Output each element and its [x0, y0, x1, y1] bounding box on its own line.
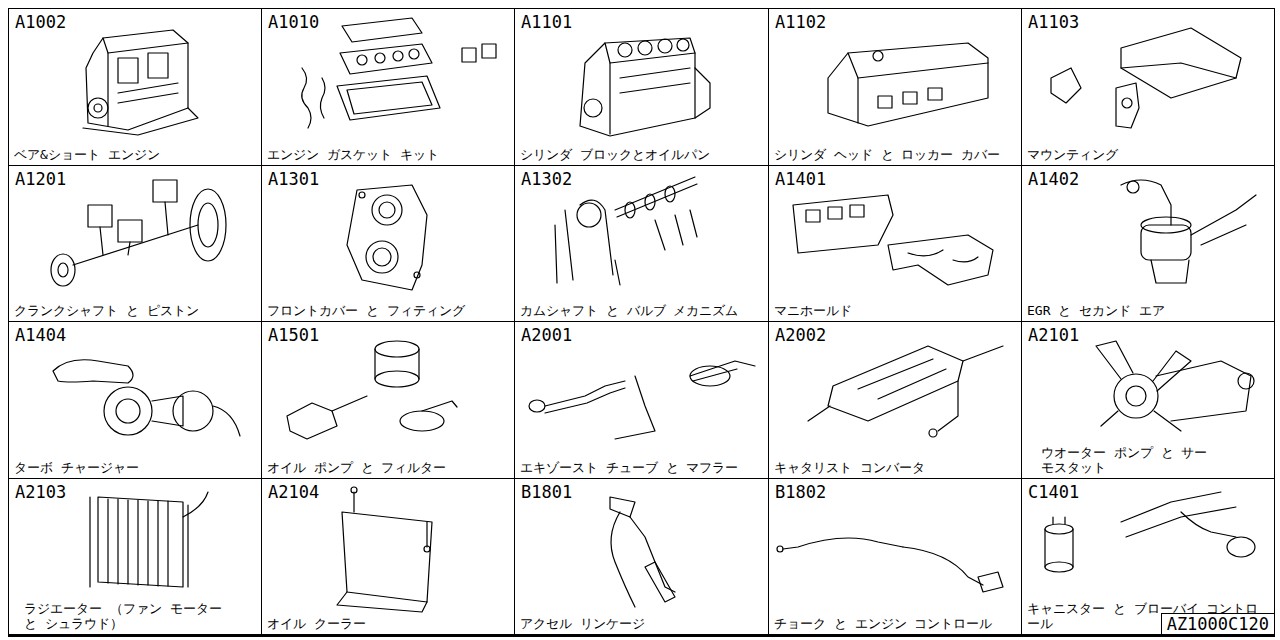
cylinder-head-drawing	[828, 43, 988, 126]
group-code: C1401	[1028, 482, 1079, 502]
part-group-cell: A2001 エキゾースト チューブ と マフラー	[514, 321, 769, 479]
part-group-cell: A2103 ラジエーター （ファン モーター と シュラウド）	[8, 478, 262, 637]
egr-valve-drawing	[1121, 180, 1256, 283]
group-title: チョーク と エンジン コントロール	[774, 616, 1019, 631]
group-title: フロントカバー と フィティング	[267, 303, 512, 318]
group-code: A1010	[268, 12, 319, 32]
group-code: A1002	[15, 12, 66, 32]
accelerator-linkage-drawing	[610, 497, 675, 607]
group-code: B1802	[775, 482, 826, 502]
group-title: キャタリスト コンバータ	[774, 460, 1019, 475]
part-group-cell: A2002 キャタリスト コンバータ	[768, 321, 1022, 479]
part-group-cell: B1801 アクセル リンケージ	[514, 478, 769, 637]
group-title: ウオーター ポンプ と サーモスタット	[1027, 445, 1216, 475]
engine-drawing	[83, 30, 198, 135]
group-code: A2101	[1028, 325, 1079, 345]
catalytic-converter-drawing	[808, 346, 1003, 437]
group-code: A1402	[1028, 169, 1079, 189]
part-group-cell: A1501 オイル ポンプ と フィルター	[261, 321, 515, 479]
oil-cooler-drawing	[337, 487, 432, 612]
part-group-cell: A1002 ベア&ショート エンジン	[8, 8, 262, 166]
group-code: A1501	[268, 325, 319, 345]
group-title: エキゾースト チューブ と マフラー	[520, 460, 765, 475]
mounting-drawing	[1051, 28, 1241, 128]
group-title: オイル ポンプ と フィルター	[267, 460, 512, 475]
radiator-drawing	[90, 492, 208, 587]
group-title: シリンダ ヘッド と ロッカー カバー	[774, 147, 1019, 162]
group-code: A2103	[15, 482, 66, 502]
part-group-cell: A1401 マニホールド	[768, 165, 1022, 322]
part-group-cell: A1010 エンジン ガスケット キット	[261, 8, 515, 166]
water-pump-drawing	[1096, 341, 1254, 431]
catalog-code-box: AZ1000C120	[1161, 613, 1275, 635]
part-group-cell: A1302 カムシャフト と バルブ メカニズム	[514, 165, 769, 322]
front-cover-drawing	[347, 185, 427, 290]
canister-drawing	[1045, 492, 1255, 572]
part-group-cell: B1802 チョーク と エンジン コントロール	[768, 478, 1022, 637]
group-title: カムシャフト と バルブ メカニズム	[520, 303, 765, 318]
group-title: オイル クーラー	[267, 616, 512, 631]
catalog-code: AZ1000C120	[1167, 614, 1269, 634]
group-title: アクセル リンケージ	[520, 616, 765, 631]
group-code: A1102	[775, 12, 826, 32]
group-title: エンジン ガスケット キット	[267, 147, 512, 162]
group-title: マニホールド	[774, 303, 1019, 318]
group-code: A2001	[521, 325, 572, 345]
gasket-drawing	[302, 18, 496, 128]
group-title: ベア&ショート エンジン	[14, 147, 259, 162]
part-group-cell: A1103 マウンティング	[1021, 8, 1275, 166]
cylinder-block-drawing	[580, 38, 710, 136]
part-group-cell: C1401キャニスター と ブローバイ コントロールAZ1000C120	[1021, 478, 1275, 637]
group-code: A1401	[775, 169, 826, 189]
group-title: ラジエーター （ファン モーター と シュラウド）	[14, 601, 224, 631]
part-group-cell: A2101 ウオーター ポンプ と サーモスタット	[1021, 321, 1275, 479]
group-title: ターボ チャージャー	[14, 460, 259, 475]
group-title: EGR と セカンド エア	[1027, 303, 1272, 318]
part-group-cell: A1404 ターボ チャージャー	[8, 321, 262, 479]
oil-pump-drawing	[287, 341, 457, 439]
group-code: A1301	[268, 169, 319, 189]
part-group-cell: A1201 クランクシャフト と ピストン	[8, 165, 262, 322]
group-title: クランクシャフト と ピストン	[14, 303, 259, 318]
camshaft-drawing	[555, 177, 697, 285]
group-code: A2104	[268, 482, 319, 502]
part-group-cell: A1301 フロントカバー と フィティング	[261, 165, 515, 322]
part-group-cell: A1101 シリンダ ブロックとオイルパン	[514, 8, 769, 166]
group-code: A1404	[15, 325, 66, 345]
part-group-cell: A1402EGR と セカンド エア	[1021, 165, 1275, 322]
group-code: A1302	[521, 169, 572, 189]
group-code: B1801	[521, 482, 572, 502]
crankshaft-drawing	[51, 180, 226, 286]
turbocharger-drawing	[53, 360, 240, 436]
part-group-cell: A1102 シリンダ ヘッド と ロッカー カバー	[768, 8, 1022, 166]
group-code: A1101	[521, 12, 572, 32]
group-code: A2002	[775, 325, 826, 345]
group-code: A1201	[15, 169, 66, 189]
part-group-cell: A2104 オイル クーラー	[261, 478, 515, 637]
choke-cable-drawing	[777, 538, 1003, 592]
group-code: A1103	[1028, 12, 1079, 32]
manifold-drawing	[793, 195, 993, 285]
group-title: マウンティング	[1027, 147, 1272, 162]
exhaust-tube-drawing	[529, 361, 755, 439]
group-title: シリンダ ブロックとオイルパン	[520, 147, 765, 162]
